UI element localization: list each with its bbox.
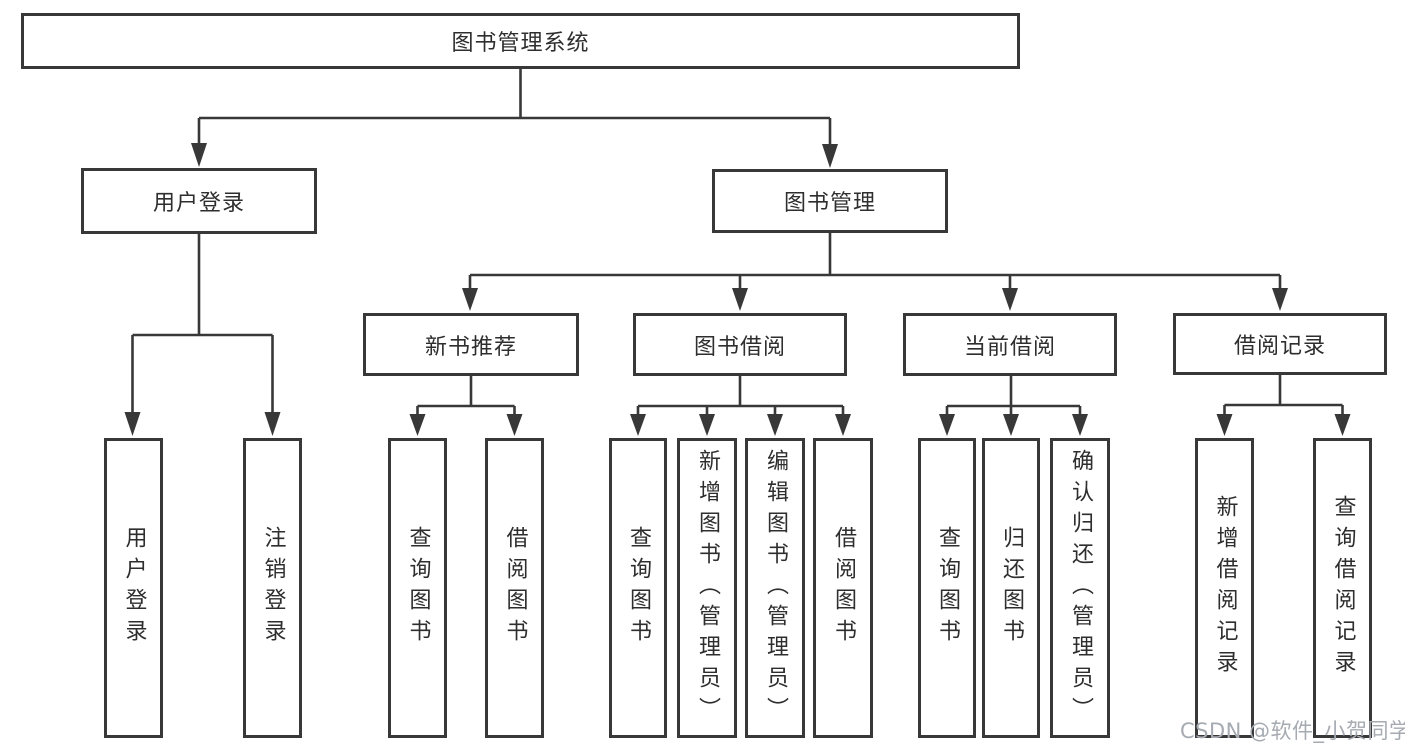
node-label: 新书推荐 xyxy=(424,334,517,360)
connector-book-management-children xyxy=(462,233,1288,311)
connector-root-to-level2 xyxy=(191,69,838,168)
leaf-logout: 注销登录 xyxy=(243,438,302,738)
connector-user-login-children xyxy=(124,234,281,436)
node-book-management: 图书管理 xyxy=(712,169,948,233)
node-new-book-recommend: 新书推荐 xyxy=(363,313,579,376)
connector-new-book-children xyxy=(409,376,523,436)
node-label: 当前借阅 xyxy=(963,334,1056,360)
leaf-user-login: 用户登录 xyxy=(104,438,163,738)
leaf-confirm-return-admin: 确认归还（管理员） xyxy=(1050,438,1110,738)
connector-current-borrow-children xyxy=(939,376,1088,436)
node-current-borrow: 当前借阅 xyxy=(903,313,1117,376)
node-label: 用户登录 xyxy=(121,526,147,650)
node-book-borrow: 图书借阅 xyxy=(633,313,847,376)
node-label: 借阅图书 xyxy=(831,526,856,650)
node-label: 编辑图书（管理员） xyxy=(763,448,788,728)
node-label: 查询图书 xyxy=(405,526,431,650)
node-label: 注销登录 xyxy=(260,526,286,650)
node-label: 查询借阅记录 xyxy=(1330,495,1356,681)
node-label: 图书管理 xyxy=(783,191,876,216)
node-library-management-system: 图书管理系统 xyxy=(21,13,1020,69)
node-label: 查询图书 xyxy=(935,526,960,650)
connector-book-borrow-children xyxy=(630,376,851,436)
node-label: 新增图书（管理员） xyxy=(695,448,720,728)
node-user-login: 用户登录 xyxy=(81,168,317,234)
node-label: 图书借阅 xyxy=(693,334,786,360)
leaf-return-books: 归还图书 xyxy=(982,438,1040,738)
leaf-query-books-recommend: 查询图书 xyxy=(388,438,447,738)
leaf-edit-books-admin: 编辑图书（管理员） xyxy=(745,438,805,738)
node-borrow-records: 借阅记录 xyxy=(1173,313,1387,375)
leaf-add-books-admin: 新增图书（管理员） xyxy=(677,438,737,738)
node-label: 归还图书 xyxy=(999,526,1024,650)
node-label: 用户登录 xyxy=(152,191,245,216)
connector-borrow-records-children xyxy=(1216,375,1351,436)
leaf-query-books-borrow: 查询图书 xyxy=(609,438,667,738)
leaf-query-borrow-record: 查询借阅记录 xyxy=(1313,438,1372,738)
node-label: 图书管理系统 xyxy=(451,31,590,56)
node-label: 确认归还（管理员） xyxy=(1068,448,1093,728)
node-label: 新增借阅记录 xyxy=(1212,495,1238,681)
node-label: 借阅记录 xyxy=(1233,334,1326,359)
leaf-borrow-books-recommend: 借阅图书 xyxy=(485,438,544,738)
node-label: 查询图书 xyxy=(626,526,651,650)
leaf-borrow-books: 借阅图书 xyxy=(813,438,873,738)
leaf-add-borrow-record: 新增借阅记录 xyxy=(1195,438,1254,738)
leaf-query-books-current: 查询图书 xyxy=(918,438,976,738)
csdn-watermark: CSDN @软件_小贺同学 xyxy=(1180,719,1405,743)
node-label: 借阅图书 xyxy=(502,526,528,650)
